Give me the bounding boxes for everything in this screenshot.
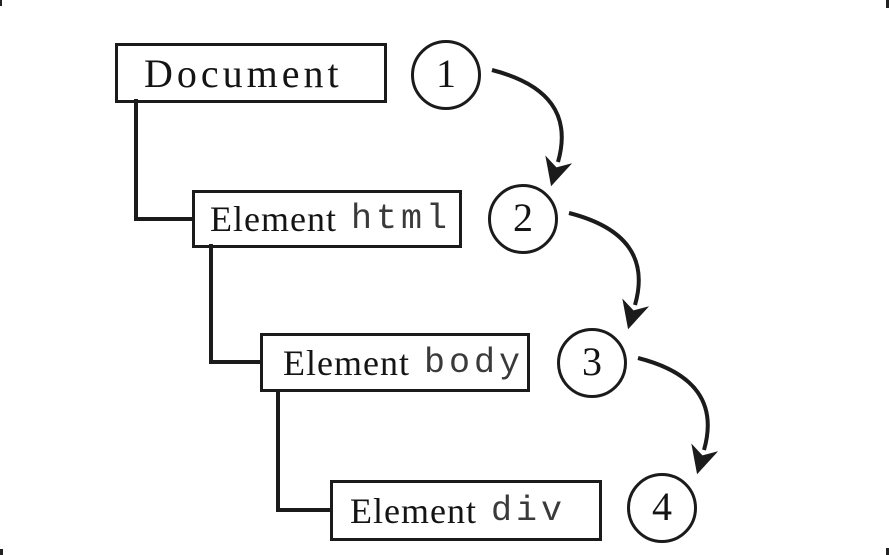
corner-artifact-top-right [886,0,889,8]
flow-arrow-step3-step4 [637,356,719,475]
step-circle-4: 4 [627,473,697,543]
node-box-element-div: Element div [330,480,602,541]
node-tag-label: html [350,199,451,239]
step-number: 4 [652,483,672,529]
tree-connector-body-div [276,389,332,512]
node-box-element-html: Element html [192,190,462,248]
flow-arrow-step2-step3 [568,211,650,330]
step-circle-2: 2 [488,184,558,254]
node-label: Element [210,199,337,239]
flow-arrow-step1-step2 [491,68,573,187]
step-number: 3 [582,338,602,384]
corner-artifact-top-left [0,0,2,6]
node-label: Document [144,50,343,96]
tree-connector-html-body [209,244,262,364]
node-tag-label: div [490,490,566,531]
corner-artifact-bottom-left [0,549,3,555]
step-number: 2 [513,194,533,240]
tree-connector-document-html [134,99,194,221]
step-circle-1: 1 [411,40,481,110]
node-box-document: Document [115,43,387,103]
node-label: Element [350,490,477,531]
node-box-element-body: Element body [260,333,530,392]
node-tag-label: body [423,342,524,383]
step-circle-3: 3 [557,328,627,398]
corner-artifact-bottom-right [886,548,889,555]
node-label: Element [283,342,410,383]
step-number: 1 [436,50,456,96]
